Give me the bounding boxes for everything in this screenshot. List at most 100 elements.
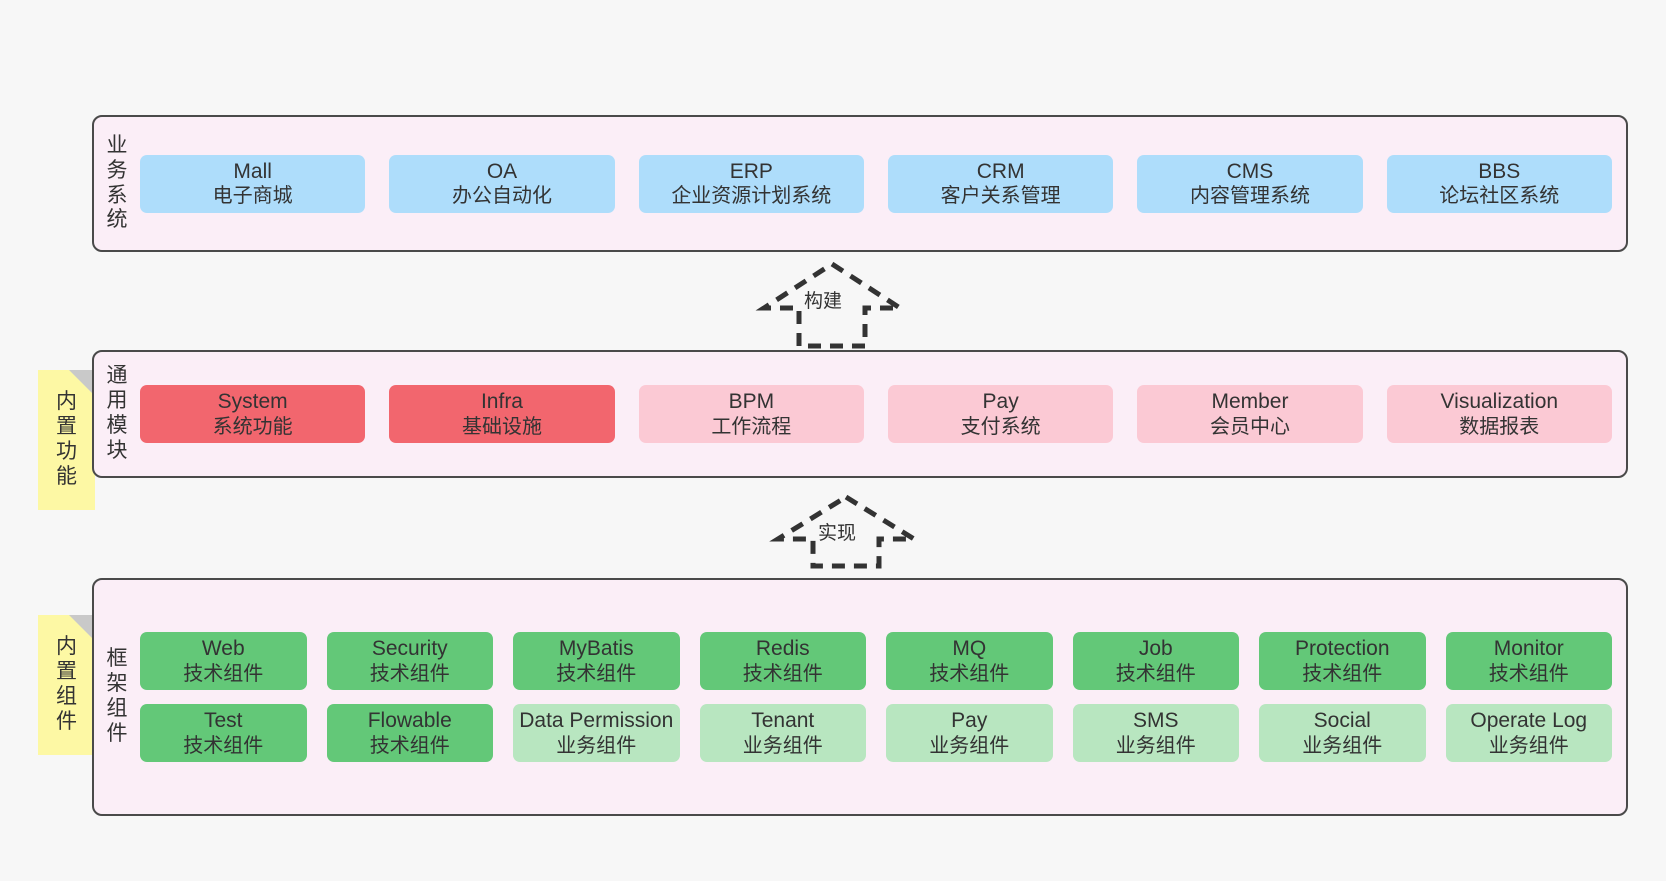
arrow-build-icon bbox=[755, 261, 909, 349]
layer-title-char: 架 bbox=[106, 672, 128, 696]
card-title: Social bbox=[1313, 709, 1371, 732]
card-data-permission[interactable]: Data Permission 业务组件 bbox=[513, 704, 680, 762]
layer-title-char: 块 bbox=[106, 438, 128, 462]
note-char: 组 bbox=[56, 685, 77, 708]
card-bpm[interactable]: BPM 工作流程 bbox=[638, 385, 864, 443]
card-subtitle: 业务组件 bbox=[1488, 734, 1569, 757]
card-pay-business[interactable]: Pay 业务组件 bbox=[886, 704, 1053, 762]
note-char: 功 bbox=[56, 440, 77, 463]
card-tenant[interactable]: Tenant 业务组件 bbox=[699, 704, 866, 762]
card-subtitle: 基础设施 bbox=[461, 415, 542, 438]
layer-title-char: 用 bbox=[106, 389, 128, 413]
card-subtitle: 支付系统 bbox=[960, 415, 1041, 438]
card-operate-log[interactable]: Operate Log 业务组件 bbox=[1445, 704, 1612, 762]
layer-title-char: 务 bbox=[106, 158, 128, 182]
card-bbs[interactable]: BBS 论坛社区系统 bbox=[1386, 154, 1612, 213]
card-subtitle: 会员中心 bbox=[1209, 415, 1290, 438]
card-subtitle: 业务组件 bbox=[1115, 734, 1196, 757]
card-row: System 系统功能 Infra 基础设施 BPM 工作流程 Pay 支付系统… bbox=[140, 385, 1612, 443]
note-fold-corner-icon bbox=[69, 615, 95, 641]
card-subtitle: 工作流程 bbox=[711, 415, 792, 438]
card-title: CMS bbox=[1226, 159, 1274, 183]
card-monitor[interactable]: Monitor 技术组件 bbox=[1445, 632, 1612, 690]
card-subtitle: 业务组件 bbox=[556, 734, 637, 757]
note-char: 内 bbox=[56, 635, 77, 659]
layer-framework-components-title: 框 架 组 件 bbox=[94, 580, 140, 814]
card-title: Data Permission bbox=[519, 709, 674, 732]
card-title: Security bbox=[371, 637, 448, 660]
card-protection[interactable]: Protection 技术组件 bbox=[1259, 632, 1426, 690]
layer-title-char: 业 bbox=[106, 133, 128, 157]
card-title: Member bbox=[1211, 390, 1289, 413]
card-subtitle: 技术组件 bbox=[556, 662, 637, 685]
layer-title-char: 统 bbox=[106, 208, 128, 232]
card-title: OA bbox=[486, 159, 518, 183]
card-subtitle: 论坛社区系统 bbox=[1439, 185, 1560, 208]
layer-business-systems: 业 务 系 统 Mall 电子商城 OA 办公自动化 ERP 企业资源计划系统 bbox=[92, 115, 1628, 252]
card-title: Pay bbox=[951, 709, 988, 732]
card-mybatis[interactable]: MyBatis 技术组件 bbox=[513, 632, 680, 690]
card-row: Web 技术组件 Security 技术组件 MyBatis 技术组件 Redi… bbox=[140, 632, 1612, 690]
card-title: Redis bbox=[755, 637, 810, 660]
card-subtitle: 业务组件 bbox=[742, 734, 823, 757]
layer-framework-components: 框 架 组 件 Web 技术组件 Security 技术组件 MyBatis 技… bbox=[92, 578, 1628, 816]
card-security[interactable]: Security 技术组件 bbox=[326, 632, 493, 690]
card-title: Flowable bbox=[367, 709, 452, 732]
card-title: SMS bbox=[1132, 709, 1179, 732]
card-system[interactable]: System 系统功能 bbox=[140, 385, 366, 443]
card-mq[interactable]: MQ 技术组件 bbox=[886, 632, 1053, 690]
card-flowable[interactable]: Flowable 技术组件 bbox=[326, 704, 493, 762]
card-infra[interactable]: Infra 基础设施 bbox=[389, 385, 615, 443]
card-oa[interactable]: OA 办公自动化 bbox=[389, 154, 615, 213]
arrow-build: 构建 bbox=[752, 258, 912, 350]
card-web[interactable]: Web 技术组件 bbox=[140, 632, 307, 690]
arrow-build-label: 构建 bbox=[804, 291, 843, 312]
card-subtitle: 办公自动化 bbox=[451, 185, 552, 208]
card-subtitle: 技术组件 bbox=[1302, 662, 1383, 685]
card-subtitle: 技术组件 bbox=[1115, 662, 1196, 685]
card-cms[interactable]: CMS 内容管理系统 bbox=[1137, 154, 1363, 213]
card-subtitle: 数据报表 bbox=[1459, 415, 1540, 438]
card-title: Pay bbox=[982, 390, 1019, 413]
card-erp[interactable]: ERP 企业资源计划系统 bbox=[638, 154, 864, 213]
card-subtitle: 技术组件 bbox=[742, 662, 823, 685]
card-subtitle: 技术组件 bbox=[929, 662, 1010, 685]
card-title: Monitor bbox=[1493, 637, 1564, 660]
card-subtitle: 技术组件 bbox=[183, 662, 264, 685]
card-test[interactable]: Test 技术组件 bbox=[140, 704, 307, 762]
card-job[interactable]: Job 技术组件 bbox=[1072, 632, 1239, 690]
card-subtitle: 业务组件 bbox=[1302, 734, 1383, 757]
card-title: Operate Log bbox=[1470, 709, 1588, 732]
card-title: BBS bbox=[1478, 159, 1521, 183]
layer-common-modules-title: 通 用 模 块 bbox=[94, 352, 140, 476]
card-title: Mall bbox=[233, 159, 272, 183]
layer-title-char: 模 bbox=[106, 414, 128, 437]
card-subtitle: 客户关系管理 bbox=[940, 185, 1061, 208]
card-subtitle: 技术组件 bbox=[369, 734, 450, 757]
card-subtitle: 业务组件 bbox=[929, 734, 1010, 757]
card-crm[interactable]: CRM 客户关系管理 bbox=[887, 154, 1114, 213]
note-char: 置 bbox=[56, 660, 77, 684]
card-redis[interactable]: Redis 技术组件 bbox=[699, 632, 866, 690]
card-row: Mall 电子商城 OA 办公自动化 ERP 企业资源计划系统 CRM 客户关系… bbox=[140, 154, 1612, 213]
card-subtitle: 内容管理系统 bbox=[1189, 185, 1310, 208]
layer-title-char: 件 bbox=[106, 721, 128, 745]
card-title: ERP bbox=[729, 159, 773, 183]
layer-business-systems-body: Mall 电子商城 OA 办公自动化 ERP 企业资源计划系统 CRM 客户关系… bbox=[140, 117, 1626, 250]
card-title: Visualization bbox=[1440, 390, 1559, 413]
layer-common-modules: 通 用 模 块 System 系统功能 Infra 基础设施 BPM 工作流程 bbox=[92, 350, 1628, 478]
card-title: Infra bbox=[480, 390, 523, 413]
card-social[interactable]: Social 业务组件 bbox=[1259, 704, 1426, 762]
card-subtitle: 技术组件 bbox=[1488, 662, 1569, 685]
card-title: Tenant bbox=[751, 709, 815, 732]
card-pay[interactable]: Pay 支付系统 bbox=[887, 385, 1114, 443]
card-visualization[interactable]: Visualization 数据报表 bbox=[1386, 385, 1612, 443]
card-mall[interactable]: Mall 电子商城 bbox=[140, 154, 366, 213]
card-subtitle: 企业资源计划系统 bbox=[671, 185, 832, 208]
note-char: 内 bbox=[56, 390, 77, 414]
card-sms[interactable]: SMS 业务组件 bbox=[1072, 704, 1239, 762]
card-member[interactable]: Member 会员中心 bbox=[1137, 385, 1363, 443]
arrow-implement: 实现 bbox=[766, 492, 926, 570]
layer-title-char: 组 bbox=[106, 697, 128, 720]
